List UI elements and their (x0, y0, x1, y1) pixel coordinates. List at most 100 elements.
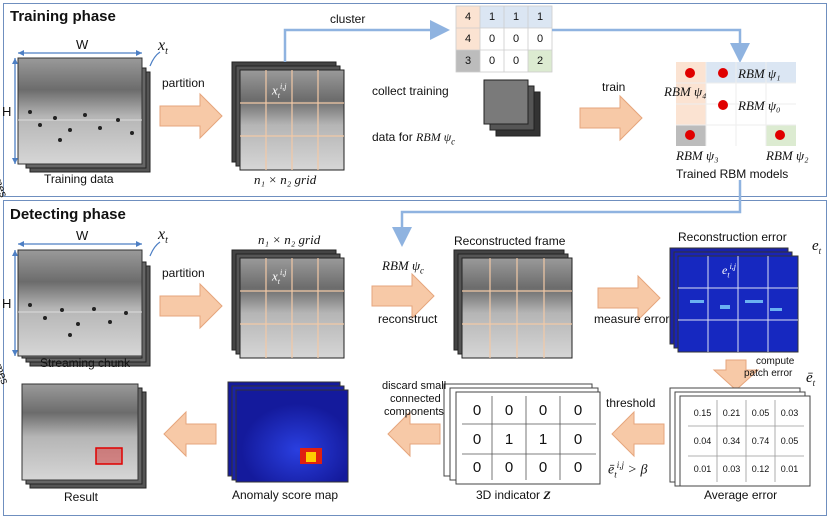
rbm2-label: RBM ψ₂ (766, 148, 809, 163)
cluster-cell: 1 (512, 11, 520, 23)
indicator-cell: 0 (573, 458, 583, 476)
indicator-cell: 0 (472, 458, 482, 476)
etij-label: eti,j (722, 262, 737, 280)
detect-grid-stack (231, 249, 345, 359)
cluster-cell: 1 (488, 11, 496, 23)
indicator-cell: 1 (504, 430, 514, 448)
threshold-label: threshold (606, 396, 656, 410)
training-title: Training phase (10, 8, 116, 25)
rbm-models-grid (676, 62, 796, 146)
avg-cell: 0.01 (780, 464, 799, 474)
cluster-cell: 4 (464, 11, 472, 23)
indicator-cell: 0 (538, 458, 548, 476)
rbm4-label: RBM ψ₄ (664, 84, 707, 99)
detect-grid-label: n₁ × n₂ grid (258, 232, 321, 247)
reconstruct-label: reconstruct (378, 312, 438, 326)
avg-cell: 0.74 (751, 436, 770, 446)
avg-cell: 0.12 (751, 464, 770, 474)
indicator-cell: 1 (538, 430, 548, 448)
et-label: et (812, 238, 822, 256)
discard-label-1: discard small (382, 380, 447, 392)
data-for-label: data for RBM ψc (372, 130, 456, 147)
avg-cell: 0.05 (780, 436, 799, 446)
training-grid-label: n₁ × n₂ grid (254, 172, 317, 187)
streaming-chunk-label: Streaming chunk (40, 356, 131, 370)
detect-h-label: H (2, 296, 12, 311)
rbm1-dot (718, 68, 728, 78)
cluster-label: cluster (330, 12, 366, 26)
reconstruction-error-stack (669, 247, 799, 353)
collect-label: collect training (372, 84, 449, 98)
threshold-condition: ēti,j > β (608, 460, 648, 480)
training-patch-stack (483, 79, 541, 137)
rbm3-label: RBM ψ₃ (676, 148, 719, 163)
result-frame-stack (21, 383, 147, 489)
rbm3-dot (685, 130, 695, 140)
cluster-matrix (455, 5, 553, 73)
rbm1-label: RBM ψ₁ (738, 66, 781, 81)
avg-cell: 0.01 (693, 464, 712, 474)
indicator-cell: 0 (573, 401, 583, 419)
compute-arrow (712, 359, 760, 391)
recon-error-label: Reconstruction error (678, 230, 787, 244)
training-panel (3, 3, 827, 197)
cluster-to-models-arrow (552, 28, 750, 63)
training-xtij-label: xti,j (272, 82, 287, 100)
cluster-cell: 0 (512, 33, 520, 45)
measure-arrow (597, 274, 661, 322)
patch-error-label: patch error (744, 368, 793, 379)
indicator-stack (443, 383, 601, 485)
measure-error-label: measure error (594, 312, 670, 326)
cluster-cell: 0 (512, 55, 520, 67)
average-error-label: Average error (704, 488, 778, 502)
avg-cell: 0.03 (722, 464, 741, 474)
cluster-cell: 0 (488, 33, 496, 45)
cluster-cell: 3 (464, 55, 472, 67)
avg-cell: 0.34 (722, 436, 741, 446)
train-arrow (579, 94, 643, 142)
training-frames-stack (17, 57, 151, 173)
discard-label-3: components (384, 406, 444, 418)
indicator-cell: 0 (538, 401, 548, 419)
indicator-cell: 0 (504, 458, 514, 476)
rbm0-label: RBM ψ₀ (738, 98, 781, 113)
recon-frame-label: Reconstructed frame (454, 234, 566, 248)
result-box (95, 447, 123, 465)
indicator-cell: 0 (472, 430, 482, 448)
cluster-cell: 0 (488, 55, 496, 67)
discard-label-2: connected (390, 393, 441, 405)
rbm4-dot (685, 68, 695, 78)
reconstruct-arrow (371, 272, 435, 320)
detecting-title: Detecting phase (10, 206, 126, 223)
train-label: train (602, 80, 626, 94)
avg-cell: 0.05 (751, 408, 770, 418)
cluster-cell: 1 (536, 11, 544, 23)
detect-w-label: W (76, 228, 89, 243)
avg-cell: 0.21 (722, 408, 741, 418)
indicator-cell: 0 (573, 430, 583, 448)
detect-xt-label: xt (158, 226, 168, 247)
training-xt-label: xt (158, 37, 168, 58)
cluster-arrow (283, 20, 450, 62)
result-label: Result (64, 490, 99, 504)
indicator-cell: 0 (504, 401, 514, 419)
training-w-label: W (76, 37, 89, 52)
training-h-label: H (2, 104, 12, 119)
anomaly-label: Anomaly score map (232, 488, 339, 502)
detecting-panel (3, 200, 827, 516)
rbm2-dot (775, 130, 785, 140)
avg-cell: 0.03 (780, 408, 799, 418)
training-partition-label: partition (162, 76, 205, 90)
rbm0-dot (718, 100, 728, 110)
ebar-label: ēt (806, 370, 816, 388)
indicator-cell: 0 (472, 401, 482, 419)
training-grid-stack (231, 61, 345, 171)
detect-rbm-label: RBM ψc (382, 258, 425, 276)
detect-xtij-label: xti,j (272, 268, 287, 286)
cluster-cell: 2 (536, 55, 544, 67)
cluster-cell: 0 (536, 33, 544, 45)
reconstructed-frame-stack (453, 249, 573, 359)
streaming-frames-stack (17, 249, 151, 367)
trained-models-label: Trained RBM models (676, 167, 789, 181)
